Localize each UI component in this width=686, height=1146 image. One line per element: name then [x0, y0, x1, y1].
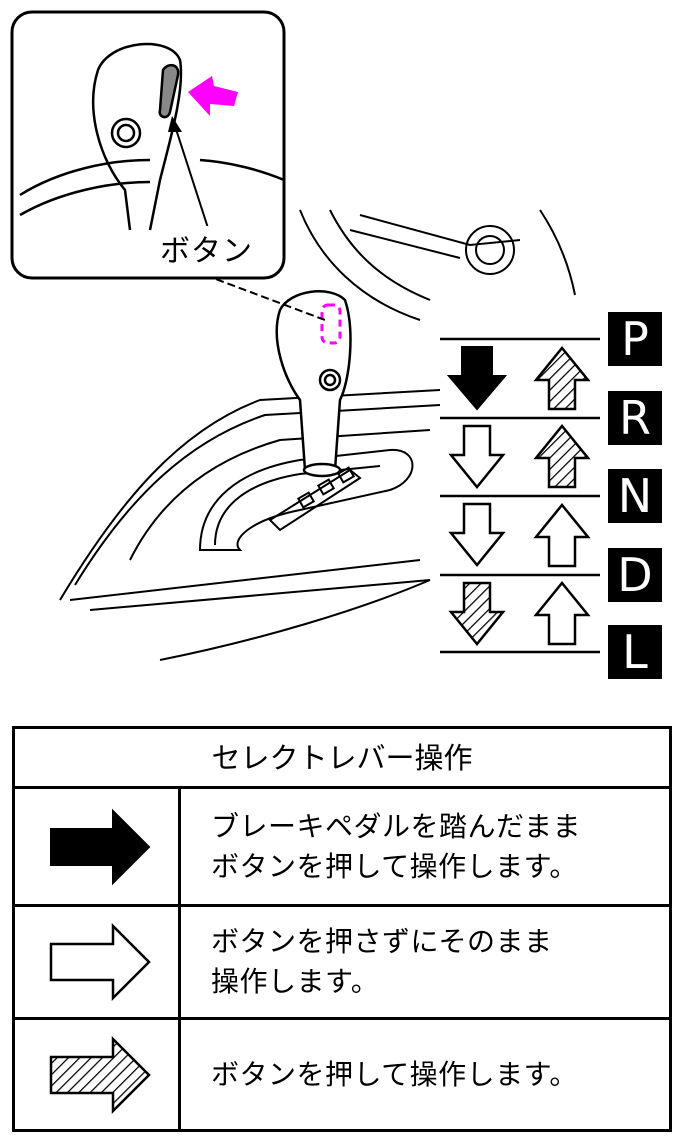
r-to-p-arrow-icon [533, 346, 591, 411]
gear-d: D [608, 548, 662, 602]
legend-text-line: ボタンを押さずにそのまま [211, 925, 553, 958]
legend-text: ブレーキペダルを踏んだまま ボタンを押して操作します。 [211, 807, 649, 887]
hatched-arrow-icon [49, 1035, 151, 1114]
gear-p: P [608, 312, 662, 366]
legend-icon-cell [15, 1020, 181, 1129]
solid-black-arrow-icon [50, 808, 151, 885]
l-to-d-arrow-icon [533, 581, 591, 646]
n-to-d-arrow-icon [448, 502, 506, 567]
legend-text: ボタンを押さずにそのまま 操作します。 [211, 922, 649, 1002]
gear-l: L [608, 625, 662, 679]
legend-icon-cell [15, 907, 181, 1017]
legend-icon-cell [15, 789, 181, 904]
gear-r: R [608, 391, 662, 445]
legend-text-line: ボタンを押して操作します。 [211, 849, 578, 883]
callout-box [10, 10, 286, 280]
legend-table: セレクトレバー操作 ブレーキペダルを踏んだまま ボタンを押して操作します。 ボタ… [12, 726, 672, 1132]
console-outline [59, 209, 576, 661]
legend-row: ボタンを押さずにそのまま 操作します。 [15, 907, 669, 1020]
callout-leader [204, 274, 326, 321]
legend-row: ボタンを押して操作します。 [15, 1020, 669, 1129]
shift-lever [275, 290, 352, 478]
shift-lever-illustration [10, 10, 600, 661]
press-direction-arrow-icon [188, 76, 238, 116]
legend-row: ブレーキペダルを踏んだまま ボタンを押して操作します。 [15, 789, 669, 907]
gear-step-lines [440, 337, 600, 654]
gate-indicator-strip [268, 466, 362, 532]
legend-text-line: ブレーキペダルを踏んだまま [211, 809, 581, 843]
r-to-n-arrow-icon [448, 424, 506, 489]
button-press-indicator [320, 303, 342, 345]
p-to-r-arrow-icon [446, 346, 508, 411]
n-to-r-arrow-icon [533, 424, 591, 489]
d-to-n-arrow-icon [533, 503, 591, 568]
button-callout-label: ボタン [160, 226, 253, 270]
d-to-l-arrow-icon [448, 581, 506, 646]
callout-pointer-line [174, 125, 209, 229]
legend-text-line: ボタンを押して操作します。 [211, 1057, 578, 1091]
legend-text-line: 操作します。 [211, 965, 380, 998]
legend-title: セレクトレバー操作 [15, 729, 669, 789]
gear-n: N [608, 469, 662, 523]
release-button-icon [158, 63, 180, 119]
outline-white-arrow-icon [49, 922, 151, 1002]
legend-text: ボタンを押して操作します。 [211, 1055, 649, 1095]
